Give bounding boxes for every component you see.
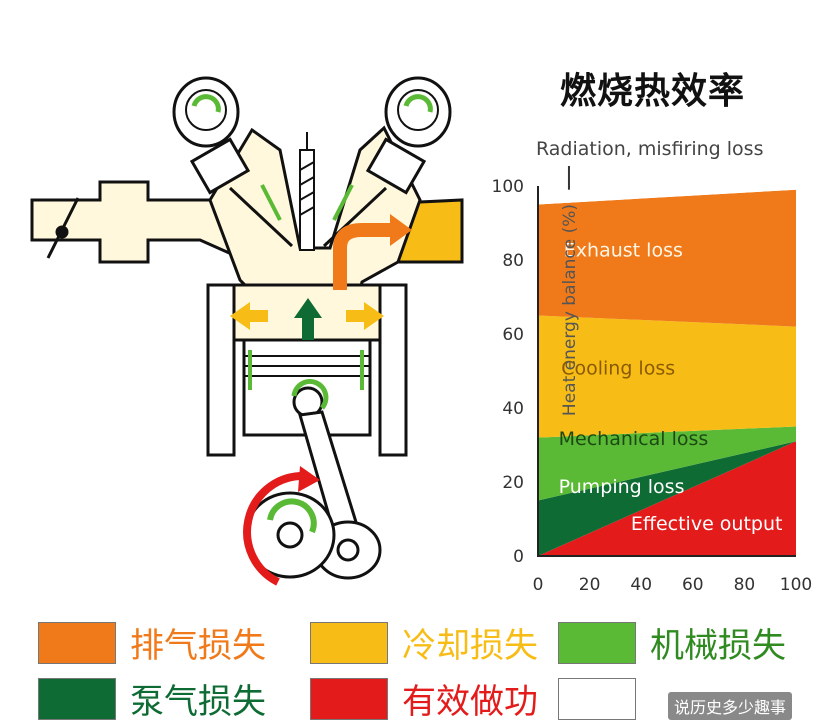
area-label: Effective output <box>631 513 783 535</box>
area-exhaust-loss <box>538 189 796 327</box>
area-label: Pumping loss <box>559 476 685 498</box>
crank-rotation-arrow <box>243 472 301 586</box>
legend-label: 排气损失 <box>130 626 266 666</box>
mechanical-arrows <box>248 184 364 390</box>
axes <box>537 186 796 557</box>
effective-force-arrow <box>294 298 322 340</box>
x-tick-label: 60 <box>682 575 704 595</box>
exhaust-valve <box>322 137 427 248</box>
chart-title: 燃烧热效率 <box>560 71 746 112</box>
legend-swatch <box>38 678 116 720</box>
legend-swatch <box>38 622 116 664</box>
area-pumping-loss <box>538 441 796 556</box>
throttle-icon <box>46 197 80 259</box>
area-label: Exhaust loss <box>564 239 683 261</box>
y-tick-label: 20 <box>502 473 524 493</box>
area-mechanical-loss <box>538 426 796 501</box>
connecting-rod <box>244 410 382 580</box>
spark-plug <box>299 132 315 251</box>
crank-arrow-head <box>298 466 320 492</box>
x-tick-label: 80 <box>734 575 756 595</box>
area-radiation-misfiring-loss <box>538 186 796 205</box>
intake-camshaft <box>172 76 240 148</box>
intake-valve <box>189 137 294 248</box>
x-tick-label: 0 <box>533 575 544 595</box>
legend-label: 冷却损失 <box>402 626 538 666</box>
y-tick-label: 80 <box>502 251 524 271</box>
cooling-arrow-right <box>346 302 384 330</box>
legend-label: 有效做功 <box>402 682 538 722</box>
y-tick-label: 40 <box>502 399 524 419</box>
area-label: Mechanical loss <box>559 428 709 450</box>
area-cooling-loss <box>538 315 796 438</box>
exhaust-flow-arrow <box>333 223 390 290</box>
y-axis-label: Heat energy balance (%) <box>560 203 580 417</box>
y-tick-label: 100 <box>492 177 524 197</box>
x-tick-label: 20 <box>579 575 601 595</box>
exhaust-flow-arrow-head <box>390 214 412 246</box>
cooling-arrow-left <box>230 302 268 330</box>
legend-swatch <box>310 622 388 664</box>
x-tick-label: 100 <box>780 575 812 595</box>
x-tick-label: 40 <box>630 575 652 595</box>
y-tick-label: 0 <box>513 547 524 567</box>
legend-label: 机械损失 <box>650 626 786 666</box>
radiation-annotation: Radiation, misfiring loss <box>536 138 764 160</box>
legend-label: 泵气损失 <box>130 682 266 722</box>
y-tick-label: 60 <box>502 325 524 345</box>
legend-swatch <box>310 678 388 720</box>
exhaust-camshaft <box>384 76 452 148</box>
legend-swatch <box>558 678 636 720</box>
watermark: 说历史多少趣事 <box>668 692 793 720</box>
legend-swatch <box>558 622 636 664</box>
area-label: Cooling loss <box>561 358 675 380</box>
